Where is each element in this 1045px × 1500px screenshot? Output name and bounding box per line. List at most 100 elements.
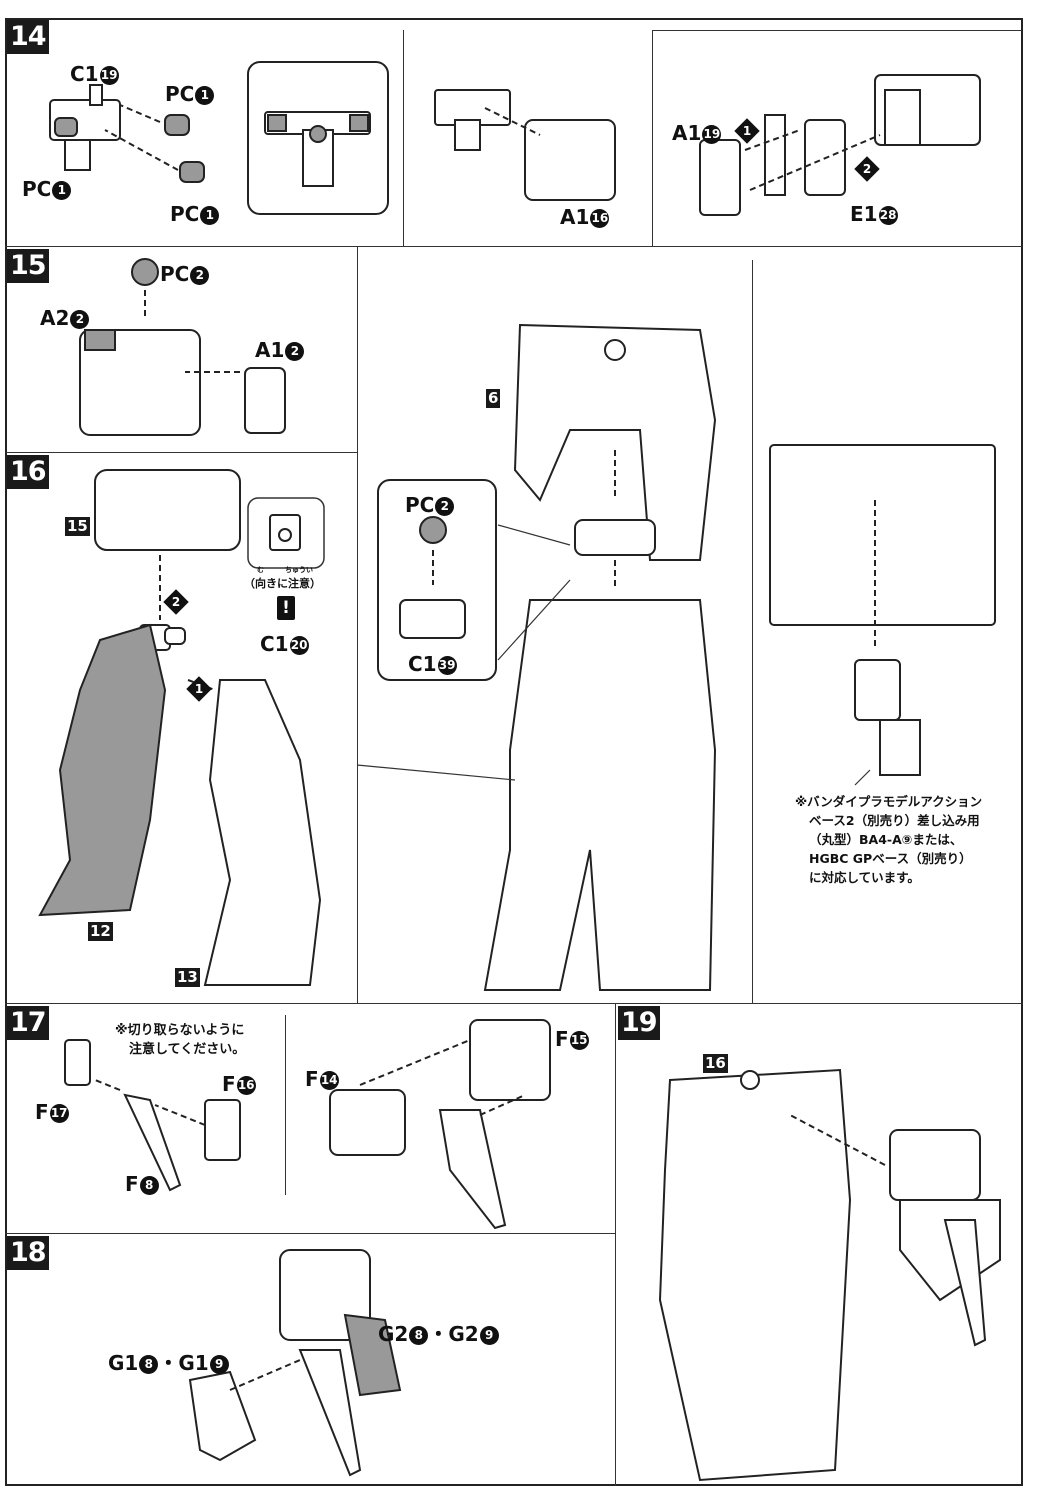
part-id: C1	[408, 652, 437, 676]
part-id: C1	[260, 632, 289, 656]
part-id: G1	[178, 1351, 209, 1375]
step-number-14: 14	[7, 20, 49, 54]
order-number: 1	[194, 682, 204, 696]
part-id: F	[125, 1172, 139, 1196]
part-number: 14	[319, 1071, 339, 1090]
part-number: 9	[479, 1326, 499, 1345]
part-number: 20	[289, 636, 309, 655]
part-number: 9	[209, 1355, 229, 1374]
step-reference-12: 12	[88, 922, 113, 941]
part-id: PC	[405, 493, 435, 517]
part-id: PC	[22, 177, 52, 201]
part-number: 1	[200, 206, 220, 225]
divider	[357, 246, 358, 1004]
divider	[652, 30, 653, 246]
step-number-19: 19	[618, 1006, 660, 1040]
part-number: 19	[702, 125, 722, 144]
part-number: 39	[437, 656, 457, 675]
middle-parts	[356, 323, 996, 991]
divider	[752, 260, 753, 1004]
part-number: 8	[409, 1326, 429, 1345]
order-marker-1: 1	[734, 118, 760, 144]
divider	[285, 1015, 286, 1195]
part-id: A1	[672, 121, 702, 145]
caution-icon: !	[277, 596, 295, 620]
part-number: 28	[878, 206, 898, 225]
part-number: 19	[99, 66, 119, 85]
part-id: F	[35, 1100, 49, 1124]
divider	[652, 30, 1022, 31]
page-frame	[5, 18, 1023, 1486]
step-number-16: 16	[7, 455, 49, 489]
divider	[5, 452, 357, 453]
part-id: PC	[160, 262, 190, 286]
step15-parts	[79, 258, 286, 436]
order-number: 2	[862, 162, 872, 176]
do-not-cut-note: ※切り取らないように 注意してください。	[115, 1021, 245, 1059]
divider	[403, 30, 404, 246]
note-line: ベース2（別売り）差し込み用	[809, 813, 980, 828]
part-number: 8	[139, 1176, 159, 1195]
step-number-18: 18	[7, 1236, 49, 1270]
part-number: 2	[285, 342, 305, 361]
note-line: ※バンダイプラモデルアクション	[795, 794, 983, 809]
part-id: A1	[560, 205, 590, 229]
step14-parts	[49, 61, 981, 216]
order-number: 2	[171, 595, 181, 609]
part-id: A2	[40, 306, 70, 330]
divider	[5, 246, 1023, 247]
part-number: 1	[52, 181, 72, 200]
part-number: 2	[70, 310, 90, 329]
part-number: 8	[139, 1355, 159, 1374]
part-id: G1	[108, 1351, 139, 1375]
step-number-15: 15	[7, 249, 49, 283]
action-base-note: ※バンダイプラモデルアクション ベース2（別売り）差し込み用 （丸型）BA4-A…	[795, 792, 982, 887]
part-id: G2	[378, 1322, 409, 1346]
part-number: 2	[190, 266, 210, 285]
divider	[5, 1233, 615, 1234]
step-number-17: 17	[7, 1006, 49, 1040]
order-marker-2: 2	[854, 156, 880, 182]
note-line: 注意してください。	[129, 1042, 246, 1057]
orientation-caution-text: （向きに注意）	[244, 577, 321, 590]
order-number: 1	[742, 124, 752, 138]
part-id: F	[305, 1067, 319, 1091]
step18-parts	[188, 1249, 402, 1477]
part-id: PC	[165, 82, 195, 106]
step-reference-15: 15	[65, 517, 90, 536]
divider	[5, 1003, 1023, 1004]
note-line: HGBC GPベース（別売り）	[809, 851, 972, 866]
step-reference-6: 6	[486, 389, 501, 408]
part-id: F	[555, 1027, 569, 1051]
step-reference-16: 16	[703, 1054, 728, 1073]
part-id: A1	[255, 338, 285, 362]
part-id: C1	[70, 62, 99, 86]
step17-parts	[64, 1019, 551, 1230]
part-number: 17	[49, 1104, 69, 1123]
part-number: 16	[590, 209, 610, 228]
divider	[615, 1003, 616, 1486]
note-line: （丸型）BA4-A⑨または、	[809, 832, 963, 847]
order-marker-2: 2	[163, 589, 189, 615]
part-id: F	[222, 1072, 236, 1096]
note-line: に対応しています。	[809, 870, 920, 885]
note-line: ※切り取らないように	[115, 1023, 245, 1038]
part-number: 1	[195, 86, 215, 105]
